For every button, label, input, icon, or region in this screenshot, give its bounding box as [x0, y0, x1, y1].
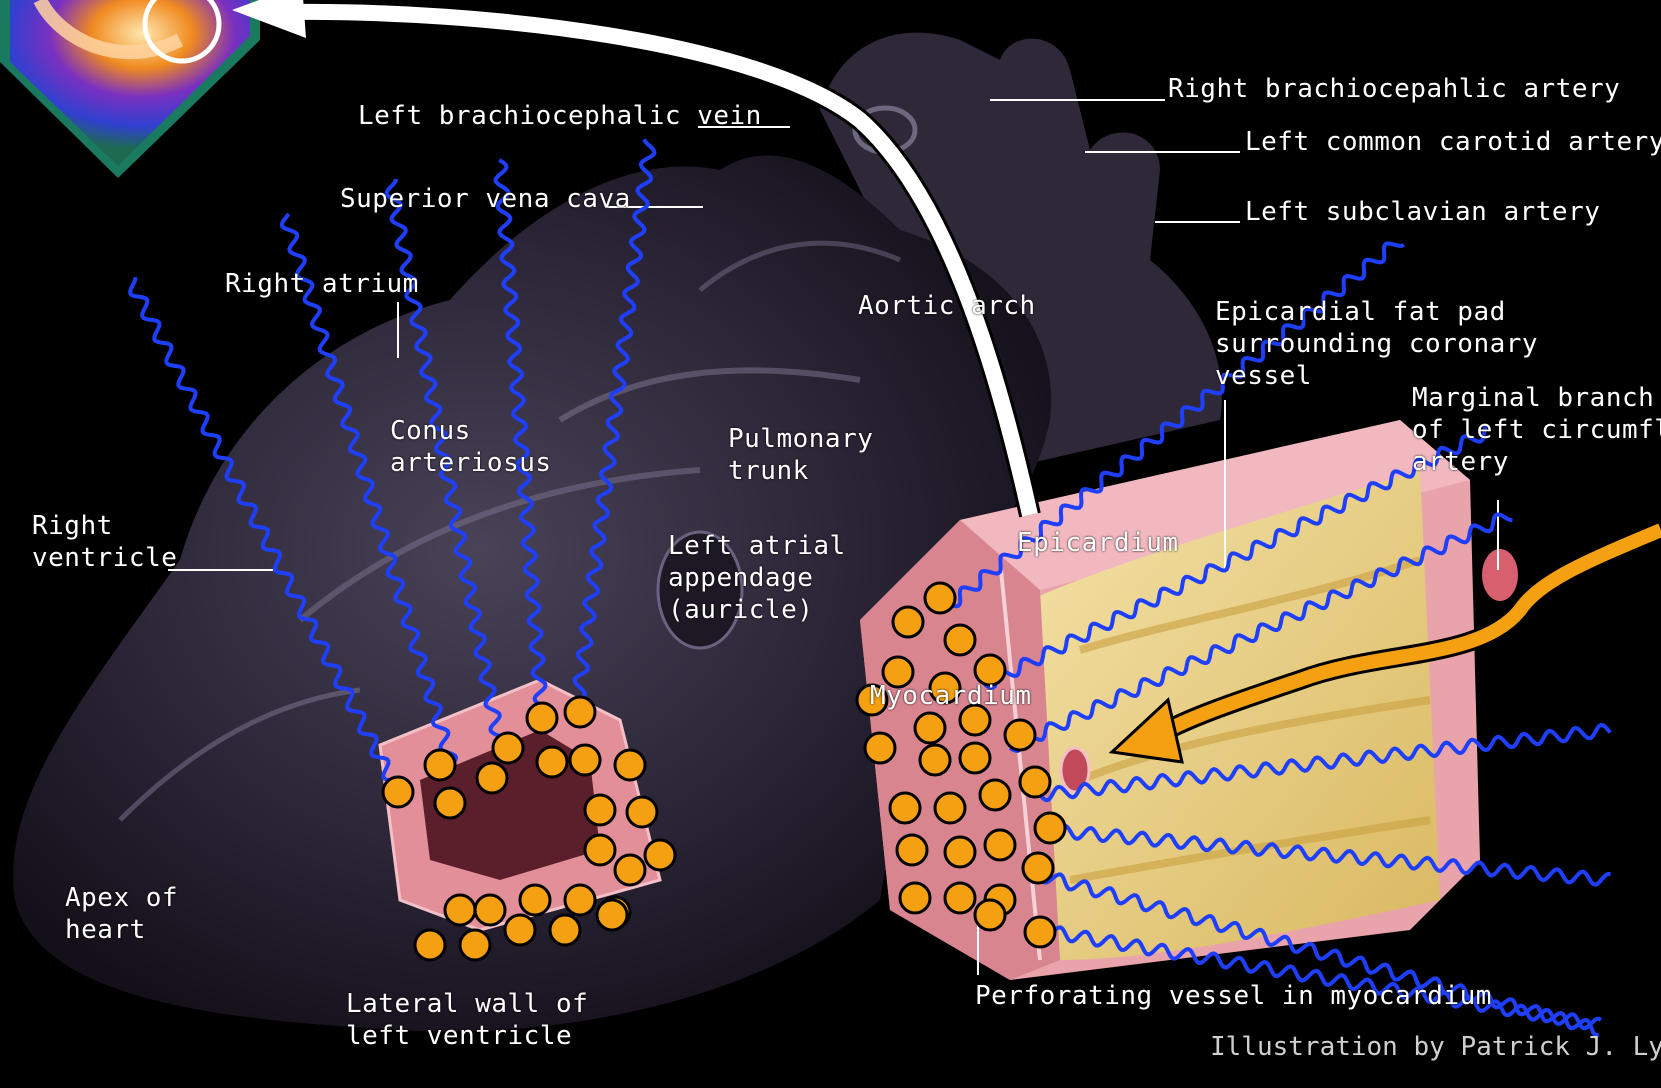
label-epicardial-fat-pad: Epicardial fat pad surrounding coronary …: [1215, 296, 1538, 392]
label-perforating-vessel: Perforating vessel in myocardium: [975, 980, 1492, 1012]
tracer-particle: [477, 763, 507, 793]
tracer-particle: [537, 747, 567, 777]
tracer-particle: [585, 835, 615, 865]
label-lateral-wall: Lateral wall of left ventricle: [346, 988, 588, 1052]
tracer-particle: [425, 750, 455, 780]
tracer-particle: [570, 745, 600, 775]
label-myocardium: Myocardium: [870, 680, 1032, 712]
label-epicardium: Epicardium: [1017, 527, 1179, 559]
tracer-particle: [383, 777, 413, 807]
tracer-particle: [615, 855, 645, 885]
label-left-atrial-appendage: Left atrial appendage (auricle): [668, 530, 846, 626]
label-superior-vena-cava: Superior vena cava: [340, 183, 631, 215]
tracer-particle: [627, 797, 657, 827]
tracer-particle: [1020, 767, 1050, 797]
tracer-particle: [527, 703, 557, 733]
tracer-particle: [435, 788, 465, 818]
tracer-particle: [1005, 720, 1035, 750]
tracer-particle: [565, 885, 595, 915]
tracer-particle: [460, 930, 490, 960]
tracer-particle: [565, 697, 595, 727]
tracer-particle: [900, 883, 930, 913]
tracer-particle: [893, 607, 923, 637]
tracer-particle: [945, 625, 975, 655]
perfusion-scan-inset: [0, 0, 260, 178]
tracer-particle: [445, 895, 475, 925]
tracer-particle: [925, 583, 955, 613]
tracer-particle: [493, 733, 523, 763]
label-conus-arteriosus: Conus arteriosus: [390, 415, 552, 479]
label-apex-of-heart: Apex of heart: [65, 882, 178, 946]
tracer-particle: [550, 915, 580, 945]
label-marginal-branch: Marginal branch of left circumflex arter…: [1412, 382, 1661, 478]
tracer-particle: [1023, 853, 1053, 883]
tracer-particle: [935, 793, 965, 823]
tracer-particle: [897, 835, 927, 865]
label-left-brachiocephalic-vein: Left brachiocephalic vein: [358, 100, 762, 132]
tracer-particle: [585, 795, 615, 825]
tracer-particle: [945, 837, 975, 867]
tracer-particle: [520, 885, 550, 915]
tracer-particle: [615, 750, 645, 780]
tracer-particle: [415, 930, 445, 960]
label-left-common-carotid-artery: Left common carotid artery: [1245, 126, 1661, 158]
tracer-particle: [1025, 917, 1055, 947]
label-right-atrium: Right atrium: [225, 268, 419, 300]
tracer-particle: [985, 830, 1015, 860]
illustration-credit: Illustration by Patrick J. Lynch: [1210, 1032, 1661, 1062]
tracer-particle: [865, 733, 895, 763]
tracer-particle: [597, 900, 627, 930]
tracer-particle: [960, 743, 990, 773]
tracer-particle: [890, 793, 920, 823]
tracer-particle: [975, 900, 1005, 930]
tracer-particle: [915, 713, 945, 743]
tracer-particle: [945, 883, 975, 913]
tracer-particle: [980, 780, 1010, 810]
label-right-ventricle: Right ventricle: [32, 510, 177, 574]
tracer-particle: [920, 745, 950, 775]
label-left-subclavian-artery: Left subclavian artery: [1245, 196, 1600, 228]
label-right-brachiocephalic-artery: Right brachiocepahlic artery: [1168, 73, 1620, 105]
label-pulmonary-trunk: Pulmonary trunk: [728, 423, 873, 487]
tracer-particle: [475, 895, 505, 925]
tracer-particle: [1035, 813, 1065, 843]
tracer-particle: [645, 840, 675, 870]
tracer-particle: [505, 915, 535, 945]
label-aortic-arch: Aortic arch: [858, 290, 1036, 322]
